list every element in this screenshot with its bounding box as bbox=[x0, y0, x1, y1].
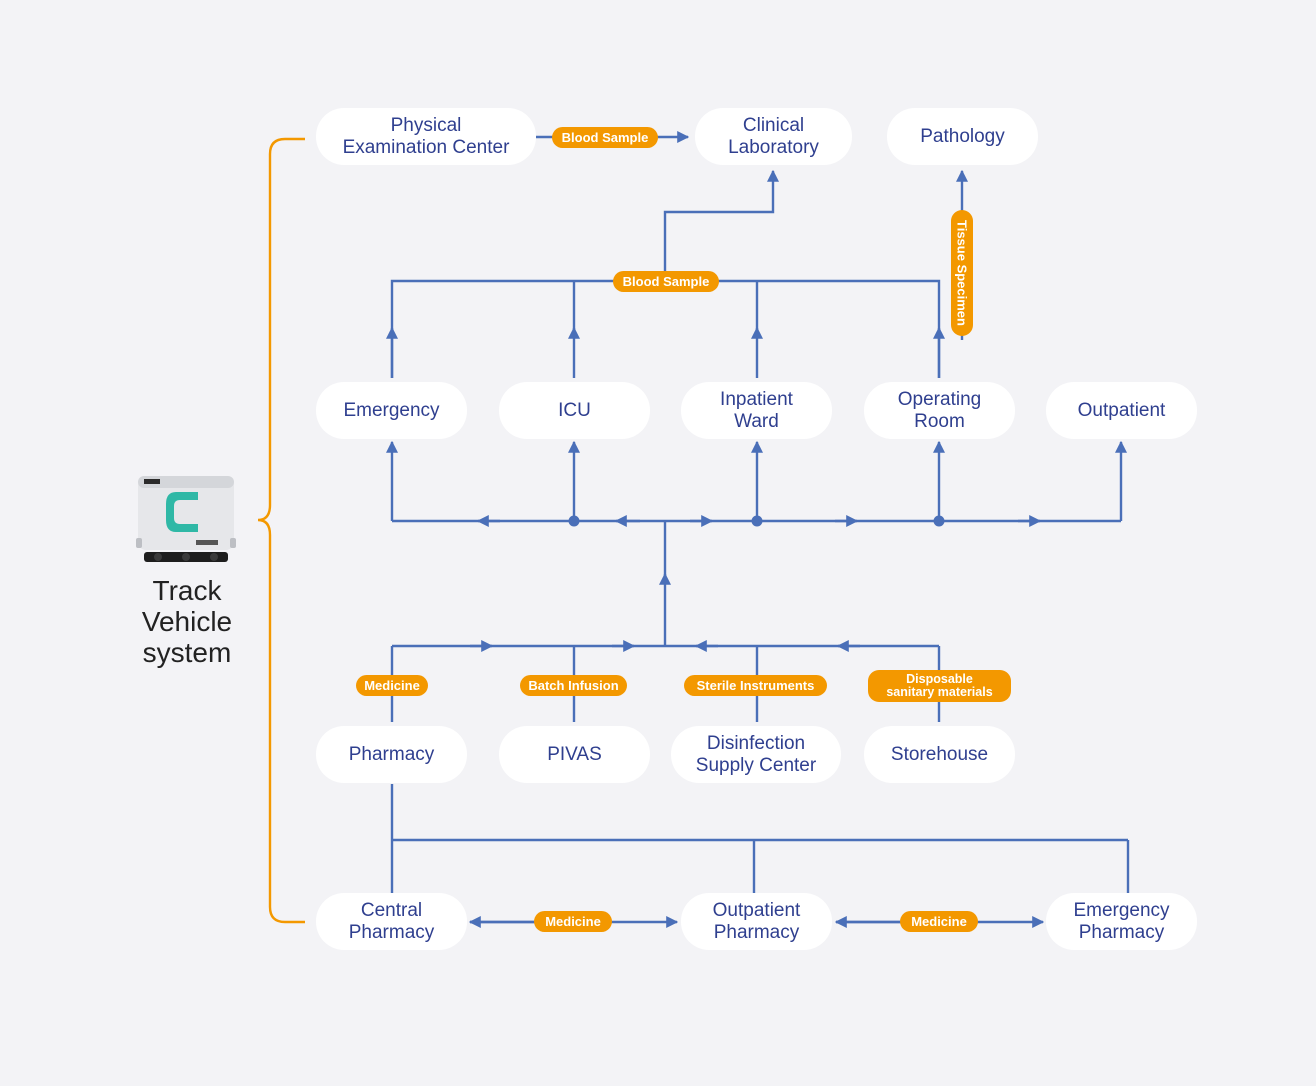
system-label-line-1: Track bbox=[152, 575, 222, 606]
tag-medicine-central-outpatient: Medicine bbox=[534, 911, 612, 932]
bus-junction-or bbox=[933, 515, 945, 527]
tag-batch-infusion: Batch Infusion bbox=[520, 675, 627, 696]
node-outpatient: Outpatient bbox=[1046, 382, 1197, 439]
node-central-pharmacy: Central Pharmacy bbox=[316, 893, 467, 950]
node-emergency: Emergency bbox=[316, 382, 467, 439]
node-pathology: Pathology bbox=[887, 108, 1038, 165]
node-icu: ICU bbox=[499, 382, 650, 439]
node-pharmacy: Pharmacy bbox=[316, 726, 467, 783]
tag-disposable-sanitary-materials: Disposable sanitary materials bbox=[868, 670, 1011, 702]
node-physical-examination-center: Physical Examination Center bbox=[316, 108, 536, 165]
track-vehicle-robot-image bbox=[136, 476, 236, 562]
system-bracket bbox=[257, 137, 305, 924]
system-label-line-2: Vehicle bbox=[141, 606, 233, 637]
arrow-to-lab bbox=[663, 169, 779, 281]
node-operating-room: Operating Room bbox=[864, 382, 1015, 439]
system-label-line-3: system bbox=[142, 637, 232, 668]
tag-blood-sample-mid: Blood Sample bbox=[613, 271, 719, 292]
tag-medicine-pharmacy: Medicine bbox=[356, 675, 428, 696]
tag-sterile-instruments: Sterile Instruments bbox=[684, 675, 827, 696]
tag-blood-sample-top: Blood Sample bbox=[552, 127, 658, 148]
bus-junction-ward bbox=[751, 515, 763, 527]
tag-medicine-outpatient-emergency: Medicine bbox=[900, 911, 978, 932]
bus-junction-icu bbox=[568, 515, 580, 527]
tag-tissue-specimen: Tissue Specimen bbox=[951, 210, 973, 336]
blood-sample-bus bbox=[390, 279, 941, 378]
node-clinical-laboratory: Clinical Laboratory bbox=[695, 108, 852, 165]
node-inpatient-ward: Inpatient Ward bbox=[681, 382, 832, 439]
node-outpatient-pharmacy: Outpatient Pharmacy bbox=[681, 893, 832, 950]
system-label: Track Vehicle system bbox=[112, 575, 262, 668]
node-pivas: PIVAS bbox=[499, 726, 650, 783]
node-storehouse: Storehouse bbox=[864, 726, 1015, 783]
tag-tissue-specimen-text: Tissue Specimen bbox=[954, 220, 970, 326]
node-emergency-pharmacy: Emergency Pharmacy bbox=[1046, 893, 1197, 950]
node-disinfection-supply-center: Disinfection Supply Center bbox=[671, 726, 841, 783]
